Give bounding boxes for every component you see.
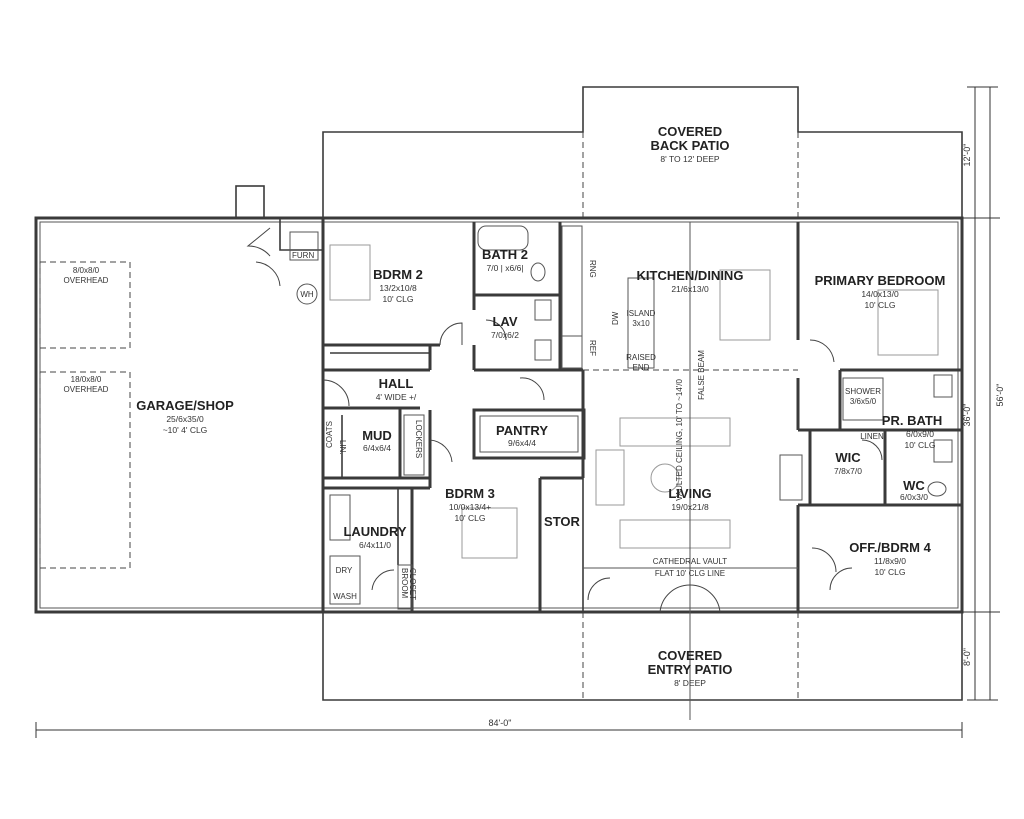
garage-size: 25/6x35/0	[166, 414, 204, 424]
bdrm3-name: BDRM 3	[445, 486, 495, 501]
mud-name: MUD	[362, 428, 392, 443]
bdrm3-size: 10/0x13/4+	[449, 502, 491, 512]
pantry-size: 9/6x4/4	[508, 438, 536, 448]
shower-label-1: SHOWER	[845, 387, 881, 396]
wash-label: WASH	[333, 592, 357, 601]
raised-label-1: RAISED	[626, 353, 656, 362]
lav-name: LAV	[492, 314, 517, 329]
pr-bath-clg: 10' CLG	[905, 440, 936, 450]
island-label-2: 3x10	[632, 319, 650, 328]
overhead-top-label: OVERHEAD	[64, 276, 109, 285]
back-patio-outline	[322, 86, 963, 218]
bdrm2-name: BDRM 2	[373, 267, 423, 282]
cathedral-note-1: CATHEDRAL VAULT	[653, 557, 727, 566]
linen-label: LINEN	[860, 432, 884, 441]
garage-clg: ~10' 4' CLG	[163, 425, 208, 435]
interior-walls	[279, 218, 962, 612]
primary-name: PRIMARY BEDROOM	[815, 273, 946, 288]
bdrm2-clg: 10' CLG	[383, 294, 414, 304]
dw-label: DW	[611, 311, 620, 325]
false-beam-note: FALSE BEAM	[697, 350, 706, 400]
entry-patio-name2: ENTRY PATIO	[648, 662, 733, 677]
coats-label: COATS	[325, 421, 334, 448]
wc-name: WC	[903, 478, 925, 493]
kitchen-name: KITCHEN/DINING	[637, 268, 744, 283]
lin-label: LIN.	[338, 440, 347, 455]
lockers-label: LOCKERS	[414, 420, 423, 458]
hall-name: HALL	[379, 376, 414, 391]
bdrm2-size: 13/2x10/8	[379, 283, 417, 293]
rng-label: RNG	[588, 260, 597, 278]
stor-name: STOR	[544, 514, 580, 529]
entry-patio-name1: COVERED	[658, 648, 722, 663]
laundry-size: 6/4x11/0	[359, 540, 391, 550]
furn-label: FURN	[292, 251, 314, 260]
overhead-bottom-size: 18/0x8/0	[71, 375, 102, 384]
cathedral-note-2: FLAT 10' CLG LINE	[655, 569, 725, 578]
entry-patio-label: COVERED ENTRY PATIO 8' DEEP	[648, 648, 733, 688]
back-patio-label: COVERED BACK PATIO 8' TO 12' DEEP	[651, 124, 730, 164]
raised-label-2: END	[633, 363, 650, 372]
entry-patio-outline	[322, 612, 963, 701]
living-size: 19/0x21/8	[671, 502, 709, 512]
wc-size: 6/0x3/0	[900, 492, 928, 502]
pantry-name: PANTRY	[496, 423, 548, 438]
dimension-lines	[35, 86, 1000, 738]
vaulted-note: VAULTED CEILING, 10' TO ~14'/0	[675, 379, 684, 501]
office-name: OFF./BDRM 4	[849, 540, 931, 555]
back-patio-name2: BACK PATIO	[651, 138, 730, 153]
primary-clg: 10' CLG	[865, 300, 896, 310]
living-name: LIVING	[668, 486, 711, 501]
bdrm3-clg: 10' CLG	[455, 513, 486, 523]
entry-patio-size: 8' DEEP	[674, 678, 706, 688]
dry-label: DRY	[336, 566, 353, 575]
total-depth-label: 56'-0"	[995, 384, 1005, 407]
garage-name: GARAGE/SHOP	[136, 398, 234, 413]
back-depth-label: 12'-0"	[962, 144, 972, 167]
shower-label-2: 3/6x5/0	[850, 397, 877, 406]
pr-bath-name: PR. BATH	[882, 413, 942, 428]
office-clg: 10' CLG	[875, 567, 906, 577]
wic-size: 7/8x7/0	[834, 466, 862, 476]
lav-size: 7/0x6/2	[491, 330, 519, 340]
island-label-1: ISLAND	[627, 309, 656, 318]
back-patio-name1: COVERED	[658, 124, 722, 139]
garage-overhead-doors	[39, 261, 131, 569]
fixtures	[289, 225, 953, 610]
overhead-bottom-label: OVERHEAD	[64, 385, 109, 394]
bath2-size: 7/0 | x6/6|	[486, 263, 523, 273]
broom-label: BROOM	[400, 568, 409, 599]
ceiling-lines	[583, 222, 798, 720]
pr-bath-size: 6/0x9/0	[906, 429, 934, 439]
back-patio-size: 8' TO 12' DEEP	[660, 154, 719, 164]
wic-name: WIC	[835, 450, 861, 465]
ref-label: REF	[588, 340, 597, 356]
bath2-name: BATH 2	[482, 247, 528, 262]
closet-label: CLOSET	[408, 568, 417, 600]
door-swings	[246, 227, 883, 613]
middle-depth-label: 36'-0"	[962, 404, 972, 427]
kitchen-size: 21/6x13/0	[671, 284, 709, 294]
overhead-top-size: 8/0x8/0	[73, 266, 100, 275]
laundry-name: LAUNDRY	[343, 524, 406, 539]
mud-size: 6/4x6/4	[363, 443, 391, 453]
wh-label: WH	[300, 290, 314, 299]
front-depth-label: 8'-0"	[962, 648, 972, 666]
total-width-label: 84'-0"	[489, 718, 512, 728]
office-size: 11/8x9/0	[874, 556, 906, 566]
primary-size: 14/0x13/0	[861, 289, 899, 299]
exterior-walls	[34, 185, 964, 614]
hall-size: 4' WIDE +/	[376, 392, 417, 402]
